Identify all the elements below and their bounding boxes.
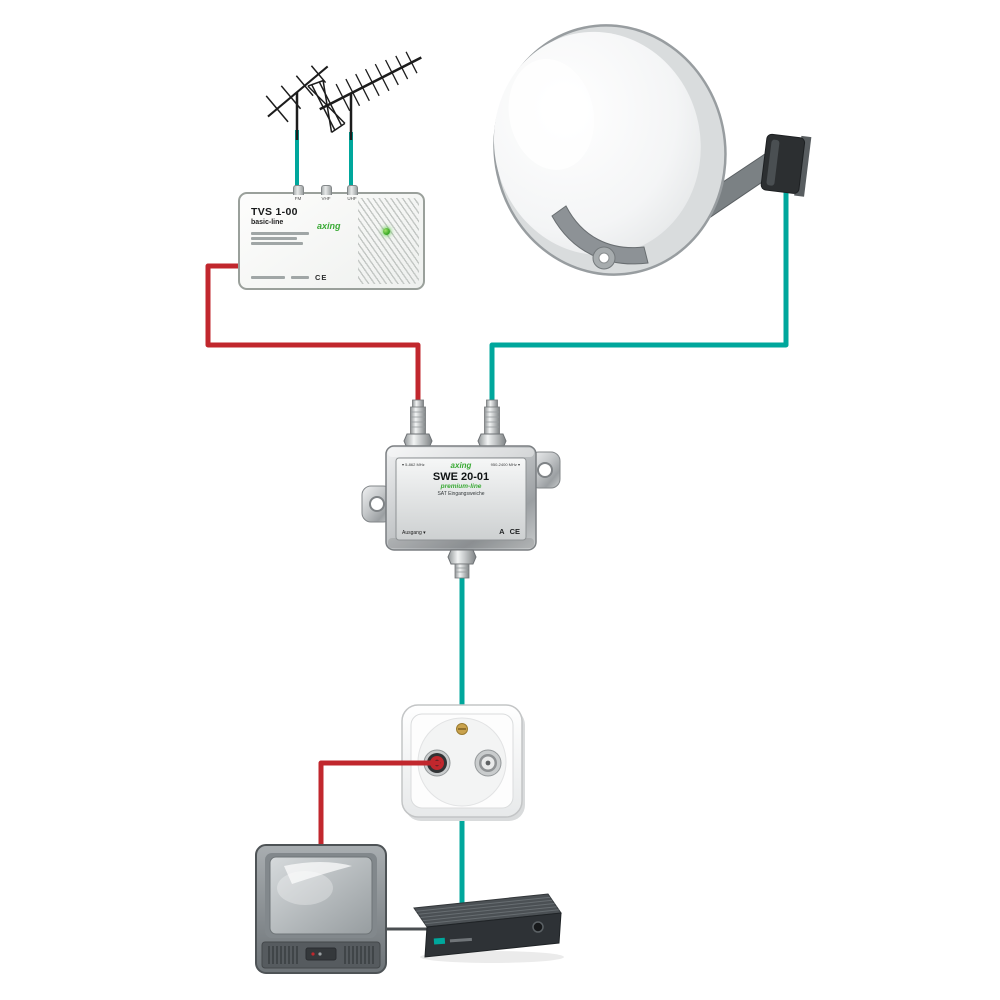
ce-mark: CE [315,273,328,282]
combiner-input-sat-connector [477,399,507,449]
combiner-input-left-label: ▾ 5-862 MHz [402,462,425,467]
sat-combiner [361,399,561,579]
uhf-yagi-antenna [307,51,422,134]
satellite-dish [493,24,812,276]
combiner-output-label: Ausgang ▾ [402,530,426,536]
vhf-antenna [265,65,329,123]
dish-support-strut [551,205,649,265]
combiner-label: ▾ 5-862 MHz axing 950-2400 MHz ▾ SWE 20-… [397,459,525,539]
terrestrial-amplifier: FM VHF UHF TVS 1-00 basic-line axing CE [238,185,425,290]
outlet-radio-connector [474,749,502,777]
receiver-brand-badge [433,937,446,945]
amplifier-series: basic-line [251,219,284,226]
amplifier-model: TVS 1-00 [251,206,298,218]
fine-print [251,232,357,245]
amplifier-input-connector-3 [347,185,358,195]
ventilation-grille [358,198,419,284]
tv-speaker-grille [268,946,374,964]
amplifier-input-connector-1 [293,185,304,195]
combiner-input-terrestrial-connector [403,399,433,449]
amplifier-certification-row: CE [251,273,327,282]
sat-receiver [413,893,564,963]
receiver-ridges [416,896,559,925]
reflector-grid [307,79,346,134]
amplifier-input-connector-2 [321,185,332,195]
combiner-label-plate [395,457,527,541]
cable-dish-to-combiner [489,186,789,406]
ce-mark: CE [509,527,520,536]
cable-outlet-to-tv [318,760,440,852]
dish-wall-mount [760,133,812,197]
class-a-mark: A [499,527,505,536]
combiner-subtitle: SAT Eingangsweiche [437,491,485,497]
amplifier-label: TVS 1-00 basic-line axing [251,206,357,245]
axing-logo: axing [450,461,472,470]
power-led [383,228,390,235]
terrestrial-antennas [265,51,422,140]
combiner-input-right-label: 950-2400 MHz ▾ [490,462,520,467]
tv-set [255,844,387,974]
combiner-series: premium-line [440,483,482,490]
tv-power-led [311,952,315,956]
receiver-power-button [532,921,544,933]
amplifier-port-label-vhf: VHF [321,196,331,201]
receiver-front [424,912,562,958]
combiner-output-connector [447,549,477,579]
axing-logo: axing [317,221,341,231]
amplifier-port-label-uhf: UHF [347,196,357,201]
amplifier-port-label-fm: FM [294,196,302,201]
cable-amplifier-to-combiner [205,263,421,406]
combiner-model: SWE 20-01 [432,471,490,483]
dish-reflector [493,24,727,276]
